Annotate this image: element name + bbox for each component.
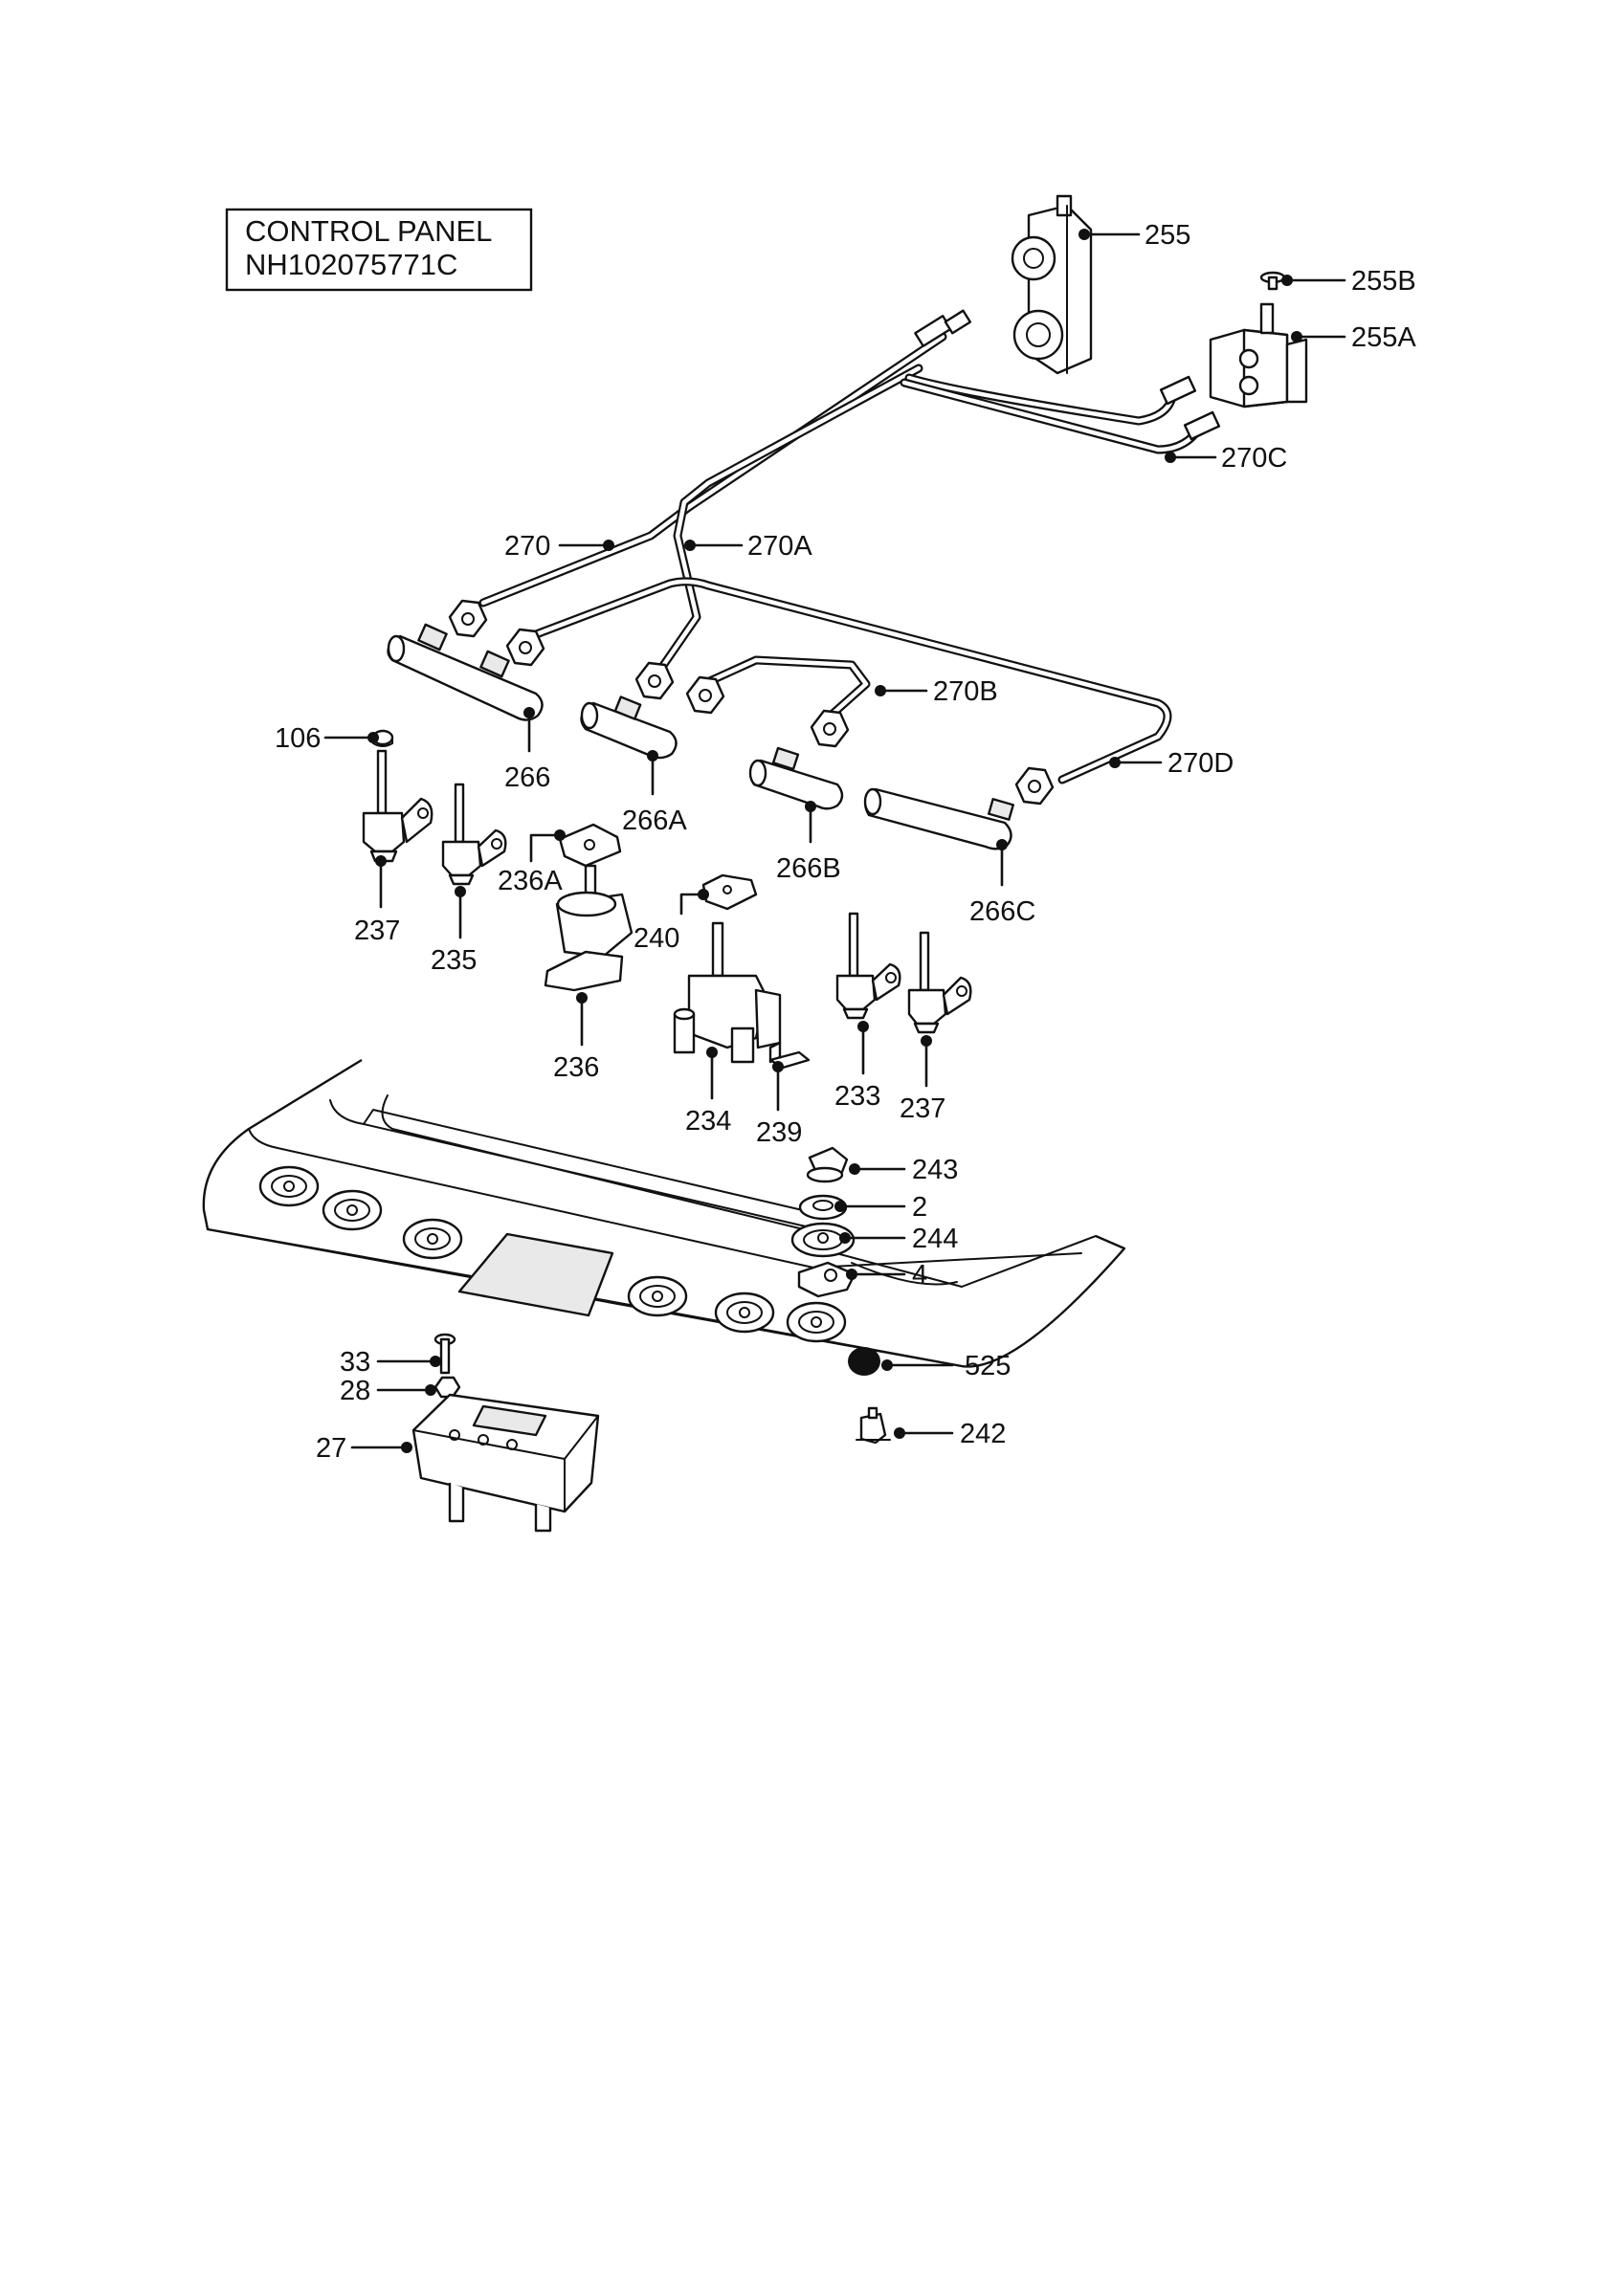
fascia-knob-3 bbox=[402, 1218, 463, 1260]
thermostat-236 bbox=[544, 864, 634, 992]
screw-255b bbox=[1259, 271, 1286, 291]
manifold-tube-266a bbox=[580, 695, 678, 760]
switch-240 bbox=[701, 873, 758, 911]
gas-tap-237-left bbox=[362, 749, 434, 863]
nut-28 bbox=[434, 1376, 461, 1399]
thermostat-valve-234 bbox=[673, 921, 782, 1064]
label-236a: 236A bbox=[498, 866, 563, 896]
label-270b: 270B bbox=[933, 676, 998, 707]
fascia-knob-6 bbox=[786, 1301, 847, 1343]
label-236: 236 bbox=[553, 1052, 599, 1083]
gas-tap-235 bbox=[441, 783, 507, 886]
gas-tap-233 bbox=[835, 912, 901, 1020]
callout-labels: 255 255B 255A 270C 270 270A 270B 270D 10… bbox=[275, 220, 1416, 1464]
manifold-tube-266c bbox=[863, 787, 1014, 850]
hex-nut-266a-right bbox=[634, 661, 675, 700]
screw-33 bbox=[434, 1333, 456, 1375]
label-235: 235 bbox=[431, 945, 477, 976]
label-255: 255 bbox=[1145, 220, 1190, 251]
label-28: 28 bbox=[340, 1376, 370, 1406]
title-line-2: NH102075771C bbox=[245, 248, 457, 281]
callout-leaders bbox=[323, 229, 1346, 1453]
timer-27 bbox=[411, 1393, 600, 1533]
title-box: CONTROL PANEL NH102075771C bbox=[225, 208, 533, 292]
manifold-tube-266 bbox=[387, 623, 544, 721]
label-242: 242 bbox=[960, 1419, 1006, 1449]
label-243: 243 bbox=[912, 1155, 958, 1185]
valve-255 bbox=[1011, 194, 1093, 375]
fascia-knob-4 bbox=[627, 1275, 688, 1317]
gas-tap-237-right bbox=[907, 931, 972, 1034]
button-525 bbox=[848, 1347, 880, 1376]
label-234: 234 bbox=[685, 1106, 731, 1137]
hex-nut-270b-right bbox=[810, 709, 850, 748]
plate-4 bbox=[797, 1261, 856, 1298]
label-266c: 266C bbox=[969, 896, 1035, 927]
fascia-knob-5 bbox=[714, 1292, 775, 1334]
label-27: 27 bbox=[316, 1433, 346, 1464]
label-237-left: 237 bbox=[354, 916, 400, 946]
label-237-right: 237 bbox=[900, 1093, 945, 1124]
title-line-1: CONTROL PANEL bbox=[245, 214, 492, 248]
label-233: 233 bbox=[834, 1081, 880, 1112]
switch-242 bbox=[856, 1406, 891, 1445]
label-266: 266 bbox=[504, 762, 550, 793]
switch-236a bbox=[558, 823, 622, 868]
hex-nut-266a-left bbox=[505, 628, 545, 667]
label-2: 2 bbox=[912, 1192, 927, 1223]
label-270: 270 bbox=[504, 531, 550, 562]
fascia-knob-1 bbox=[258, 1165, 320, 1207]
label-239: 239 bbox=[756, 1117, 802, 1148]
ring-244 bbox=[790, 1222, 856, 1258]
label-266a: 266A bbox=[622, 806, 687, 836]
fitting-255a-lower bbox=[1183, 410, 1221, 441]
fitting-255a-upper bbox=[1159, 375, 1197, 406]
label-240: 240 bbox=[634, 923, 679, 954]
label-266b: 266B bbox=[776, 853, 841, 884]
manifold-tube-266b bbox=[748, 746, 844, 810]
knob-243 bbox=[806, 1146, 849, 1183]
label-270a: 270A bbox=[747, 531, 812, 562]
label-4: 4 bbox=[912, 1260, 927, 1291]
label-33: 33 bbox=[340, 1347, 370, 1378]
label-106: 106 bbox=[275, 723, 321, 754]
fitting-top-connector bbox=[914, 309, 972, 347]
control-panel-fascia bbox=[202, 1058, 1126, 1368]
label-244: 244 bbox=[912, 1224, 958, 1254]
label-525: 525 bbox=[965, 1351, 1011, 1381]
label-255a: 255A bbox=[1351, 322, 1416, 353]
label-270c: 270C bbox=[1221, 443, 1287, 474]
hex-nut-266c bbox=[1014, 766, 1055, 806]
fascia-knob-2 bbox=[322, 1189, 383, 1231]
valve-255a bbox=[1209, 302, 1308, 408]
label-270d: 270D bbox=[1167, 748, 1234, 779]
hex-nut-270b-left bbox=[685, 675, 725, 715]
pipe-fittings bbox=[448, 309, 1221, 806]
hex-nut-266 bbox=[448, 599, 488, 638]
label-255b: 255B bbox=[1351, 266, 1416, 297]
fascia-display-window bbox=[457, 1232, 614, 1317]
